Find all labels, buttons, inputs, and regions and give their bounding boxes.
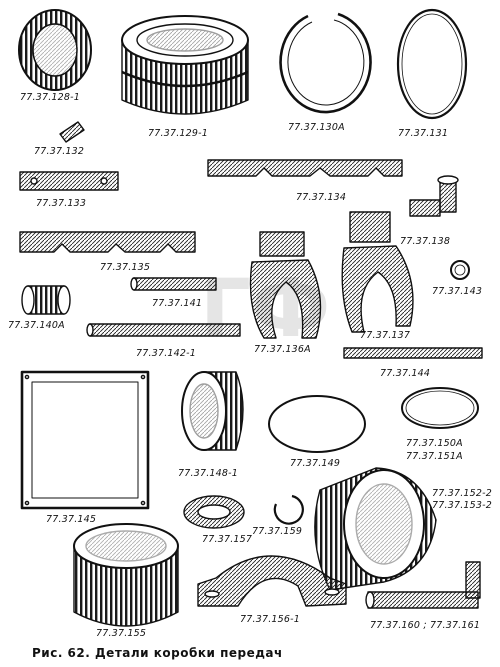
part-142-shaft bbox=[86, 323, 241, 337]
part-160-lever bbox=[365, 561, 481, 609]
label-part-129: 77.37.129-1 bbox=[148, 128, 209, 139]
part-155-bushing bbox=[73, 523, 179, 627]
label-part-160-161: 77.37.160 ; 77.37.161 bbox=[370, 620, 481, 631]
label-part-148: 77.37.148-1 bbox=[178, 468, 239, 479]
label-part-135: 77.37.135 bbox=[100, 262, 151, 273]
part-149-ring bbox=[268, 395, 366, 453]
part-136-fork bbox=[249, 231, 322, 339]
label-part-144: 77.37.144 bbox=[380, 368, 431, 379]
part-130-split-ring bbox=[279, 12, 372, 114]
part-138-selector bbox=[409, 175, 459, 217]
figure-caption: Рис. 62. Детали коробки передач bbox=[32, 646, 283, 660]
label-part-156: 77.37.156-1 bbox=[240, 614, 301, 625]
label-part-152: 77.37.152-2 bbox=[432, 488, 493, 499]
part-152-sleeve bbox=[314, 467, 437, 591]
label-part-143: 77.37.143 bbox=[432, 286, 483, 297]
label-part-142: 77.37.142-1 bbox=[136, 348, 197, 359]
label-part-134: 77.37.134 bbox=[296, 192, 347, 203]
part-135-rail bbox=[19, 231, 196, 253]
part-132-pin bbox=[59, 121, 85, 143]
part-131-oval-ring bbox=[396, 8, 468, 120]
part-141-shaft bbox=[130, 277, 217, 291]
label-part-130: 77.37.130А bbox=[288, 122, 345, 133]
label-part-153: 77.37.153-2 bbox=[432, 500, 493, 511]
part-148-bearing bbox=[181, 371, 244, 451]
label-part-157: 77.37.157 bbox=[202, 534, 253, 545]
label-part-138: 77.37.138 bbox=[400, 236, 451, 247]
label-part-151: 77.37.151А bbox=[406, 451, 463, 462]
part-137-fork bbox=[341, 211, 414, 333]
part-143-small-ring bbox=[450, 260, 470, 280]
label-part-141: 77.37.141 bbox=[152, 298, 203, 309]
part-156-bracket bbox=[197, 555, 347, 607]
part-133-bar bbox=[19, 171, 119, 191]
label-part-137: 77.37.137 bbox=[360, 330, 411, 341]
part-134-rail bbox=[207, 159, 403, 177]
label-part-133: 77.37.133 bbox=[36, 198, 87, 209]
part-145-gasket bbox=[20, 370, 150, 510]
part-150-ring bbox=[401, 387, 479, 429]
part-128-gear bbox=[18, 9, 92, 91]
label-part-150: 77.37.150А bbox=[406, 438, 463, 449]
part-129-hub bbox=[121, 15, 249, 115]
label-part-145: 77.37.145 bbox=[46, 514, 97, 525]
label-part-159: 77.37.159 bbox=[252, 526, 303, 537]
label-part-136: 77.37.136А bbox=[254, 344, 311, 355]
label-part-140: 77.37.140А bbox=[8, 320, 65, 331]
part-159-circlip bbox=[273, 494, 304, 525]
label-part-128: 77.37.128-1 bbox=[20, 92, 81, 103]
label-part-149: 77.37.149 bbox=[290, 458, 341, 469]
part-157-washer bbox=[183, 495, 245, 529]
part-140-bushing bbox=[21, 285, 71, 315]
label-part-155: 77.37.155 bbox=[96, 628, 147, 639]
label-part-132: 77.37.132 bbox=[34, 146, 85, 157]
part-144-rod bbox=[343, 347, 483, 359]
label-part-131: 77.37.131 bbox=[398, 128, 449, 139]
